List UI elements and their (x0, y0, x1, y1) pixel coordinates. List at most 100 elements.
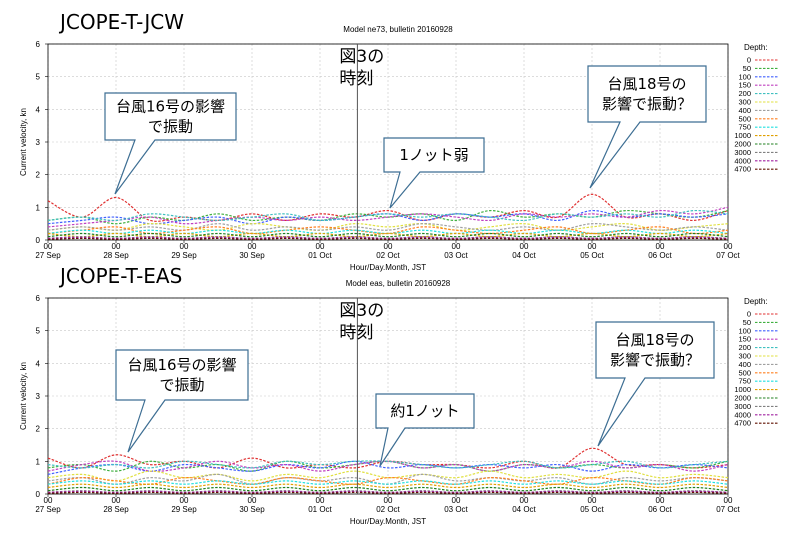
x-tick-hour-label: 00 (384, 496, 393, 505)
callout-shape (375, 393, 475, 467)
time-marker-label-line: 時刻 (339, 323, 373, 343)
legend-entry-label: 4000 (734, 410, 751, 419)
y-tick-label: 3 (36, 392, 41, 401)
series-line-depth-150 (47, 206, 729, 228)
x-tick-date-label: 30 Sep (239, 251, 265, 260)
series-line-depth-100 (47, 460, 729, 475)
legend-entry-label: 400 (738, 106, 751, 115)
x-tick-hour-label: 00 (724, 496, 733, 505)
series-line-depth-300 (47, 470, 729, 482)
x-tick-date-label: 29 Sep (171, 251, 197, 260)
y-tick-label: 4 (36, 359, 41, 368)
x-axis-label: Hour/Day.Month, JST (350, 517, 426, 526)
x-tick-date-label: 01 Oct (308, 505, 332, 514)
series-line-depth-500 (47, 226, 729, 235)
series-line-depth-2000 (47, 232, 729, 238)
series-line-depth-0 (47, 447, 729, 469)
legend-entry-label: 750 (738, 377, 751, 386)
callout-box: 約1ノット (375, 393, 475, 467)
legend-entry-label: 3000 (734, 148, 751, 157)
series-line-depth-4700 (47, 491, 729, 494)
y-tick-label: 5 (36, 327, 41, 336)
callout-shape (595, 321, 715, 447)
x-tick-hour-label: 00 (112, 242, 121, 251)
x-tick-date-label: 30 Sep (239, 505, 265, 514)
callout-text-line: 台風18号の (615, 331, 694, 349)
x-tick-date-label: 04 Oct (512, 251, 536, 260)
y-tick-label: 2 (36, 171, 41, 180)
legend-entry-label: 4000 (734, 156, 751, 165)
x-tick-date-label: 05 Oct (580, 505, 604, 514)
panel-jcope-t-jcw: JCOPE-T-JCW Model ne73, bulletin 20160928… (19, 10, 778, 272)
x-tick-date-label: 06 Oct (648, 251, 672, 260)
time-marker-label-line: 図3の (339, 47, 384, 67)
legend-title: Depth: (744, 297, 768, 306)
x-tick-hour-label: 00 (588, 242, 597, 251)
legend-entry-label: 1000 (734, 131, 751, 140)
series-line-depth-400 (47, 223, 729, 231)
x-tick-hour-label: 00 (316, 242, 325, 251)
time-marker-label-line: 図3の (339, 301, 384, 321)
series-line-depth-0 (47, 193, 729, 222)
x-tick-hour-label: 00 (316, 496, 325, 505)
legend-entry-label: 0 (747, 310, 751, 319)
x-tick-date-label: 07 Oct (716, 505, 740, 514)
callout-text-line: で振動 (148, 118, 193, 136)
legend-entry-label: 4700 (734, 165, 751, 174)
series-line-depth-4000 (47, 236, 729, 240)
panel-subtitle: Model ne73, bulletin 20160928 (343, 25, 453, 34)
legend-entry-label: 300 (738, 98, 751, 107)
x-tick-hour-label: 00 (452, 242, 461, 251)
x-tick-date-label: 01 Oct (308, 251, 332, 260)
x-tick-hour-label: 00 (520, 496, 529, 505)
y-tick-label: 3 (36, 138, 41, 147)
legend-entry-label: 150 (738, 335, 751, 344)
y-tick-label: 5 (36, 73, 41, 82)
time-marker-label-line: 時刻 (339, 69, 373, 89)
y-tick-label: 0 (36, 236, 41, 245)
x-tick-date-label: 27 Sep (35, 251, 61, 260)
callout-text-line: 影響で振動？ (602, 95, 692, 113)
y-tick-label: 6 (36, 294, 41, 303)
callout-shape (104, 92, 237, 195)
panel-title: JCOPE-T-JCW (58, 10, 184, 34)
series-line-depth-1000 (47, 232, 729, 238)
callout-text-line: で振動 (159, 376, 204, 394)
x-tick-hour-label: 00 (656, 496, 665, 505)
series-line-depth-200 (47, 209, 729, 222)
panel-subtitle: Model eas, bulletin 20160928 (346, 279, 451, 288)
legend-title: Depth: (744, 43, 768, 52)
callout-shape (115, 349, 249, 453)
callout-text-line: 影響で振動？ (610, 351, 700, 369)
y-tick-label: 4 (36, 105, 41, 114)
legend: Depth:0501001502003004005007501000200030… (734, 297, 778, 428)
x-tick-hour-label: 00 (248, 496, 257, 505)
x-tick-date-label: 07 Oct (716, 251, 740, 260)
y-axis-label: Current velocity, kn (19, 108, 28, 176)
y-tick-label: 2 (36, 425, 41, 434)
x-tick-date-label: 06 Oct (648, 505, 672, 514)
x-tick-date-label: 28 Sep (103, 505, 129, 514)
x-tick-date-label: 28 Sep (103, 251, 129, 260)
series-line-depth-150 (47, 460, 729, 472)
panel-title: JCOPE-T-EAS (58, 264, 182, 288)
legend-entry-label: 50 (743, 64, 751, 73)
y-tick-label: 6 (36, 40, 41, 49)
series-line-depth-50 (47, 460, 729, 472)
legend-entry-label: 3000 (734, 402, 751, 411)
series-line-depth-750 (47, 480, 729, 485)
callout-box: 1ノット弱 (383, 137, 485, 209)
x-tick-date-label: 03 Oct (444, 505, 468, 514)
y-tick-label: 1 (36, 457, 41, 466)
legend-entry-label: 750 (738, 123, 751, 132)
legend-entry-label: 200 (738, 343, 751, 352)
x-tick-hour-label: 00 (248, 242, 257, 251)
callout-text-line: 台風16号の影響 (127, 356, 236, 374)
x-tick-date-label: 04 Oct (512, 505, 536, 514)
legend-entry-label: 100 (738, 326, 751, 335)
legend-entry-label: 1000 (734, 385, 751, 394)
callout-text-line: 台風18号の (607, 75, 686, 93)
